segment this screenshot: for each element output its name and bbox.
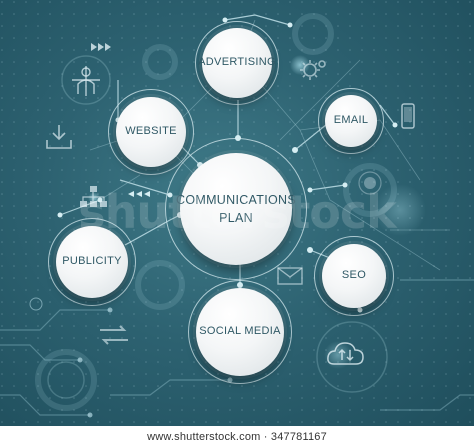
cloud-transfer-icon [327, 342, 364, 365]
advertising-ring [195, 21, 279, 105]
envelope-icon [277, 267, 303, 285]
satellite-icon [358, 171, 382, 195]
center-ring [165, 138, 307, 280]
seo-label: SEO [341, 269, 367, 282]
cycle-arrows-icon [100, 325, 128, 345]
diagram-canvas: ADVERTISING WEBSITE EMAIL COMMUNICATIONS… [0, 0, 474, 426]
download-tray-icon [46, 125, 72, 149]
node-advertising[interactable]: ADVERTISING [198, 28, 276, 98]
play-arrows-icon [91, 43, 111, 51]
gear-icon [300, 60, 326, 80]
node-social-media[interactable]: SOCIAL MEDIA [196, 288, 284, 376]
social-media-ring [188, 280, 292, 384]
publicity-label: PUBLICITY [62, 255, 122, 268]
center-label-line2: PLAN [219, 211, 253, 225]
email-ring [318, 88, 384, 154]
node-website[interactable]: WEBSITE [116, 97, 186, 167]
footer-credit: www.shutterstock.com · 347781167 [0, 426, 474, 448]
org-chart-icon [80, 186, 107, 207]
mobile-phone-icon [401, 103, 415, 129]
center-label-line1: COMMUNICATIONS [176, 192, 296, 207]
social-media-label: SOCIAL MEDIA [199, 325, 281, 338]
node-email[interactable]: EMAIL [325, 95, 377, 147]
website-ring [108, 89, 194, 175]
node-communications-plan[interactable]: COMMUNICATIONS PLAN [176, 153, 296, 265]
email-label: EMAIL [333, 114, 369, 127]
node-seo[interactable]: SEO [322, 244, 386, 308]
publicity-ring [48, 218, 136, 306]
website-label: WEBSITE [125, 125, 177, 138]
seo-ring [314, 236, 394, 316]
person-target-icon [72, 66, 100, 96]
center-label: COMMUNICATIONS PLAN [176, 191, 296, 227]
advertising-label: ADVERTISING [198, 56, 276, 69]
node-publicity[interactable]: PUBLICITY [56, 226, 128, 298]
